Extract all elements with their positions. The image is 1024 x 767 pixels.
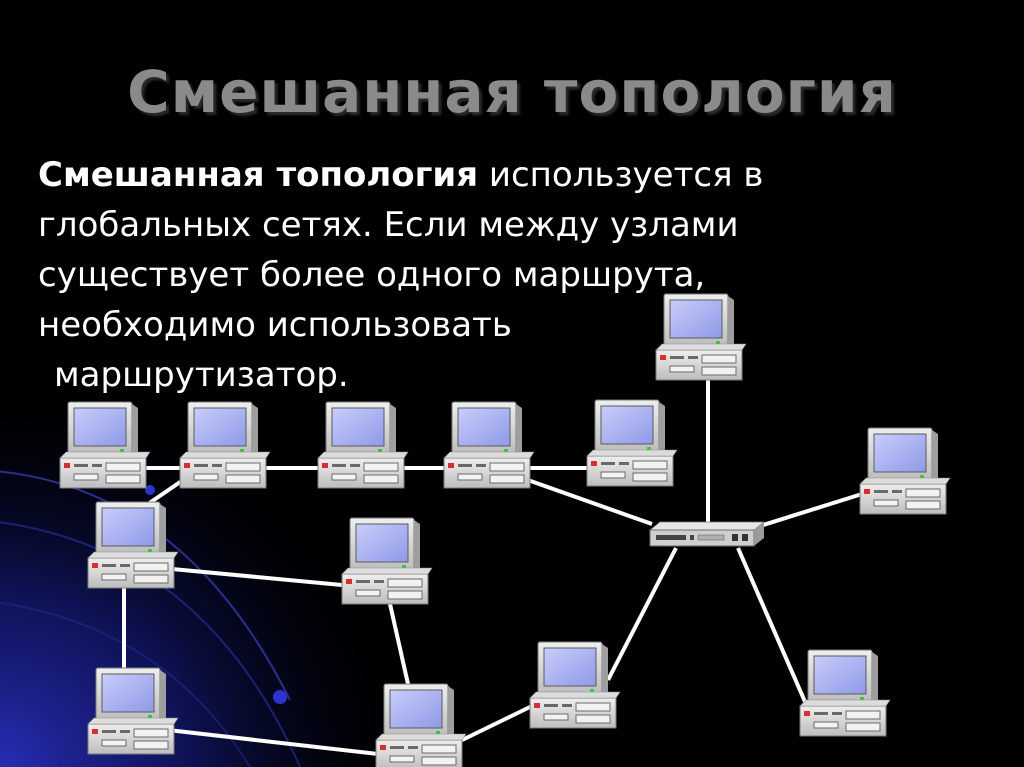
computer-icon-pc-bottom-right: [799, 649, 891, 737]
link-pc-row1-4-to-router: [524, 477, 653, 526]
nodes-layer: [59, 293, 951, 767]
computer-icon-pc-bottom-center: [375, 683, 467, 767]
description-line-2: глобальных сетях. Если между узлами: [38, 205, 739, 245]
router-icon: [648, 521, 766, 547]
computer-icon-pc-center: [341, 517, 433, 605]
computer-icon-pc-row1-1: [59, 401, 151, 489]
links-layer: [122, 378, 863, 756]
computer-icon-pc-row1-5: [586, 399, 678, 487]
link-pc-center-to-pc-bottom-center: [388, 603, 410, 685]
link-pc-left-bottom-to-pc-bottom-center: [167, 728, 379, 756]
computer-icon-pc-right: [859, 427, 951, 515]
description-line-3: существует более одного маршрута,: [38, 255, 706, 295]
slide-title: Смешанная топология: [127, 58, 897, 126]
description-line-4: необходимо использовать: [38, 305, 512, 345]
computer-icon-pc-top-right: [655, 293, 747, 381]
computer-icon-pc-bottom-mid: [529, 641, 621, 729]
link-router-to-pc-bottom-right: [736, 547, 808, 705]
link-pc-left-mid-to-pc-center: [171, 567, 343, 587]
link-pc-bottom-center-to-pc-bottom-mid: [457, 704, 533, 744]
computer-icon-pc-row1-4: [443, 401, 535, 489]
link-pc-right-to-router: [759, 492, 863, 528]
computer-icon-pc-row1-3: [317, 401, 409, 489]
computer-icon-pc-row1-2: [179, 401, 271, 489]
term-bold: Смешанная топология: [38, 155, 479, 195]
description-line-5: маршрутизатор.: [54, 355, 349, 395]
description-line-1: Смешанная топология используется в: [38, 150, 938, 200]
link-router-to-pc-bottom-mid: [606, 547, 678, 681]
computer-icon-pc-left-mid: [87, 501, 179, 589]
line1-rest: используется в: [478, 155, 764, 195]
description-text: Смешанная топология используется в глоба…: [38, 150, 938, 400]
computer-icon-pc-left-bottom: [87, 667, 179, 755]
